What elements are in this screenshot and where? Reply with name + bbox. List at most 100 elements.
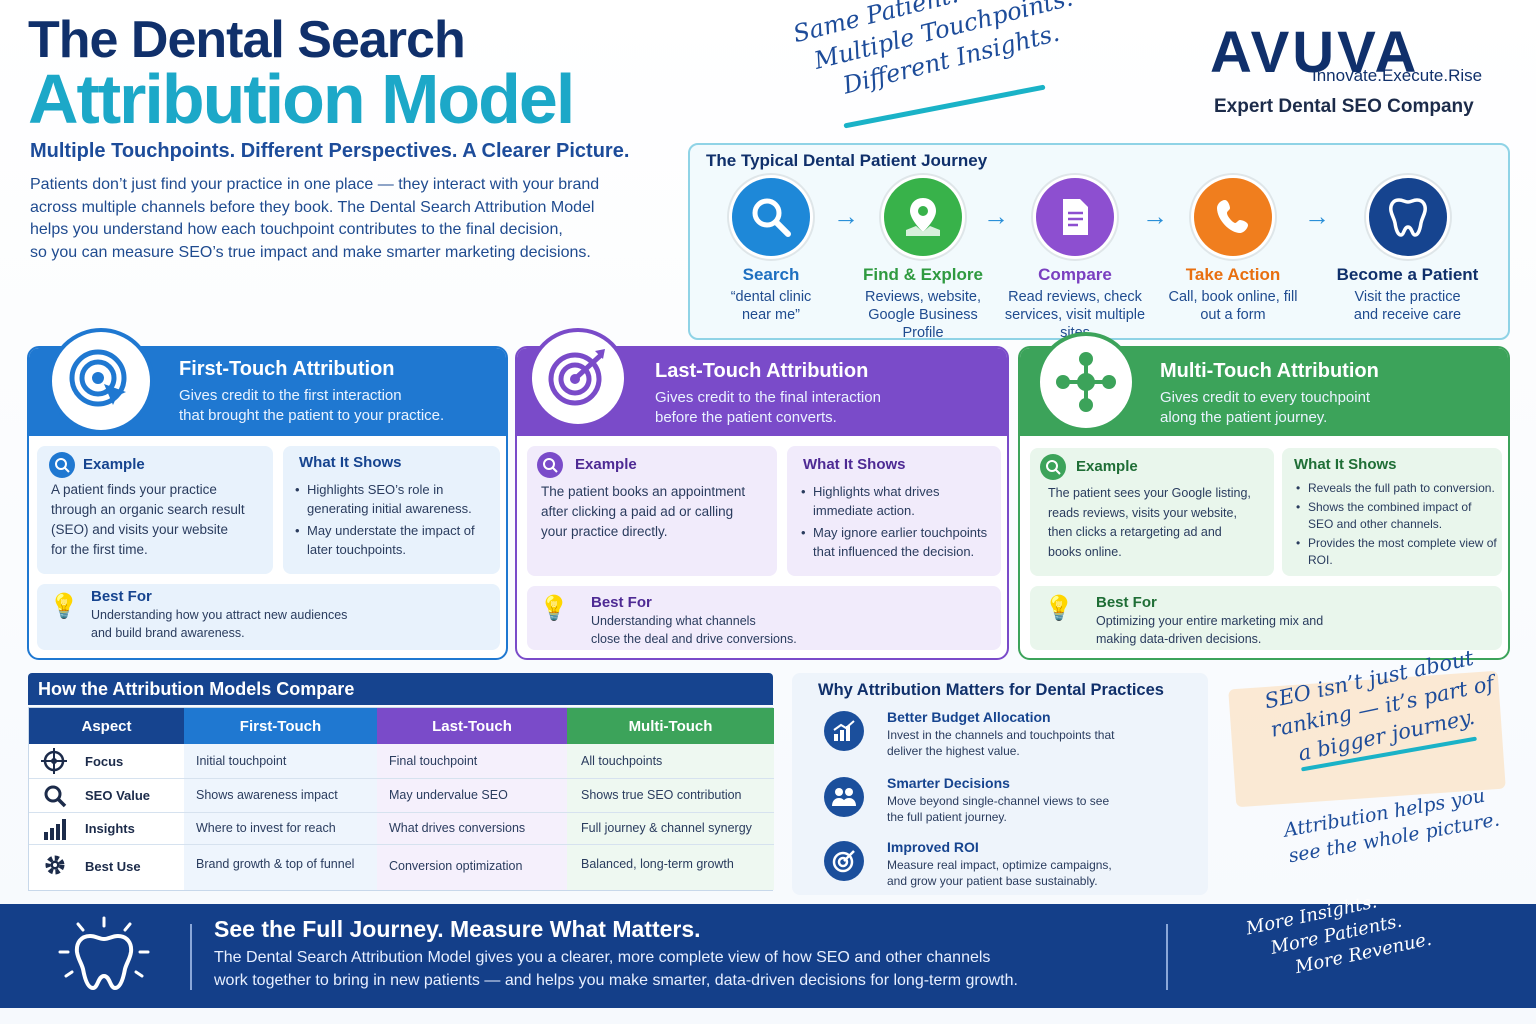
phone-icon (1191, 175, 1275, 259)
table-cell: Full journey & channel synergy (581, 821, 752, 835)
card-title: Last-Touch Attribution (655, 360, 869, 382)
brand-logo: AVUVA (1210, 20, 1502, 85)
journey-step-compare: Compare Read reviews, check services, vi… (1000, 175, 1150, 342)
best-text: Understanding what channels close the de… (591, 612, 797, 648)
why-item-title: Improved ROI (887, 839, 979, 855)
best-line: Optimizing your entire marketing mix and (1096, 614, 1324, 628)
why-line: Measure real impact, optimize campaigns, (887, 858, 1112, 872)
why-line: Move beyond single-channel views to see (887, 794, 1110, 808)
best-line: close the deal and drive conversions. (591, 632, 797, 646)
best-line: making data-driven decisions. (1096, 632, 1262, 646)
example-line: for the first time. (51, 542, 148, 557)
lightbulb-icon: 💡 (49, 593, 79, 620)
step-desc: Visit the practice and receive care (1353, 289, 1462, 323)
lightbulb-icon: 💡 (539, 595, 569, 622)
step-label: Become a Patient (1336, 265, 1479, 284)
intro-line: Patients don’t just find your practice i… (30, 176, 600, 193)
why-item-text: Move beyond single-channel views to see … (887, 793, 1187, 825)
card-last-touch: Last-Touch Attribution Gives credit to t… (515, 346, 1009, 660)
card-subtitle: Gives credit to every touchpoint along t… (1160, 388, 1370, 428)
footer-banner: See the Full Journey. Measure What Matte… (0, 891, 1536, 1008)
what-it-shows-box: What It Shows Highlights SEO’s role in g… (283, 446, 500, 574)
example-box: Example The patient sees your Google lis… (1030, 448, 1274, 576)
patient-journey: The Typical Dental Patient Journey Searc… (688, 143, 1510, 342)
example-text: The patient books an appointment after c… (541, 482, 745, 542)
table-cell: Balanced, long-term growth (581, 857, 734, 871)
card-subtitle-line: before the patient converts. (655, 409, 837, 426)
card-subtitle-line: along the patient journey. (1160, 409, 1328, 426)
tooth-icon (1365, 175, 1450, 259)
col-bg (567, 744, 774, 890)
arrow-right-icon: → (983, 201, 1009, 231)
row-divider (29, 812, 774, 813)
arrow-right-icon: → (1142, 201, 1168, 231)
what-it-shows-box: What It Shows Highlights what drives imm… (787, 446, 1001, 576)
title-line-2: Attribution Model (28, 60, 575, 138)
col-bg (377, 744, 567, 890)
why-attribution: Why Attribution Matters for Dental Pract… (792, 673, 1208, 895)
table-cell: Shows awareness impact (196, 788, 338, 802)
target-arrow-icon (528, 328, 628, 428)
example-line: reads reviews, visits your website, (1048, 505, 1237, 520)
best-title: Best For (1096, 594, 1157, 611)
journey-step-search: Search “dental clinic near me” (696, 175, 846, 324)
tooth-icon (52, 916, 156, 1005)
title-line-1: The Dental Search (28, 11, 466, 69)
chart-icon (824, 711, 864, 751)
example-line: The patient books an appointment (541, 484, 746, 499)
shows-list: Highlights what drives immediate action.… (799, 482, 995, 561)
best-text: Optimizing your entire marketing mix and… (1096, 612, 1323, 648)
shows-item: May understate the impact of later touch… (293, 521, 493, 559)
compare-table: Aspect First-Touch Last-Touch Multi-Touc… (28, 707, 774, 891)
table-header: Last-Touch (377, 708, 567, 744)
table-header: Aspect (29, 708, 184, 744)
example-text: A patient finds your practice through an… (51, 480, 245, 560)
shows-item: May ignore earlier touchpoints that infl… (799, 523, 995, 561)
intro-text: Patients don’t just find your practice i… (30, 174, 670, 264)
arrow-right-icon: → (1304, 201, 1330, 231)
step-label: Search (742, 265, 800, 284)
search-icon (1040, 454, 1066, 480)
example-line: (SEO) and visits your website (51, 522, 229, 537)
footer-text: The Dental Search Attribution Model give… (214, 946, 1114, 992)
row-aspect: Insights (85, 820, 135, 836)
shows-item: Highlights SEO’s role in generating init… (293, 480, 493, 518)
row-aspect: Best Use (85, 858, 141, 874)
table-cell: Where to invest for reach (196, 821, 336, 835)
best-line: and build brand awareness. (91, 626, 245, 640)
gear-icon (43, 852, 67, 878)
compare-title: How the Attribution Models Compare (28, 673, 773, 705)
why-line: and grow your patient base sustainably. (887, 874, 1098, 888)
table-cell: Brand growth & top of funnel (196, 857, 355, 871)
best-for-box: 💡 Best For Optimizing your entire market… (1030, 586, 1502, 650)
subtitle: Multiple Touchpoints. Different Perspect… (30, 140, 630, 162)
footer-title: See the Full Journey. Measure What Matte… (214, 916, 701, 942)
journey-step-patient: Become a Patient Visit the practice and … (1320, 175, 1495, 324)
footer-handwritten: More Insights. More Patients. More Reven… (1244, 868, 1494, 988)
example-box: Example A patient finds your practice th… (37, 446, 273, 574)
brand-descriptor: Expert Dental SEO Company (1214, 96, 1474, 117)
shows-list: Reveals the full path to conversion. Sho… (1294, 480, 1500, 569)
search-icon (729, 175, 813, 259)
step-desc: Reviews, website, Google Business Profil… (864, 289, 982, 341)
footer-line: work together to bring in new patients —… (214, 972, 1018, 989)
why-item-text: Invest in the channels and touchpoints t… (887, 727, 1187, 759)
search-icon (537, 452, 563, 478)
table-cell: Final touchpoint (389, 754, 478, 768)
best-line: Understanding how you attract new audien… (91, 608, 348, 622)
document-icon (1033, 175, 1117, 259)
why-title: Why Attribution Matters for Dental Pract… (818, 681, 1164, 699)
example-title: Example (575, 456, 637, 473)
network-icon (1036, 332, 1136, 432)
shows-item: Reveals the full path to conversion. (1294, 480, 1500, 497)
example-line: then clicks a retargeting ad and (1048, 525, 1222, 539)
search-icon (43, 783, 67, 809)
best-text: Understanding how you attract new audien… (91, 606, 347, 642)
step-label: Find & Explore (863, 265, 983, 284)
bar-chart-icon (43, 816, 67, 842)
target-icon (824, 841, 864, 881)
shows-item: Highlights what drives immediate action. (799, 482, 995, 520)
step-desc: Call, book online, fill out a form (1168, 289, 1298, 323)
people-icon (824, 777, 864, 817)
